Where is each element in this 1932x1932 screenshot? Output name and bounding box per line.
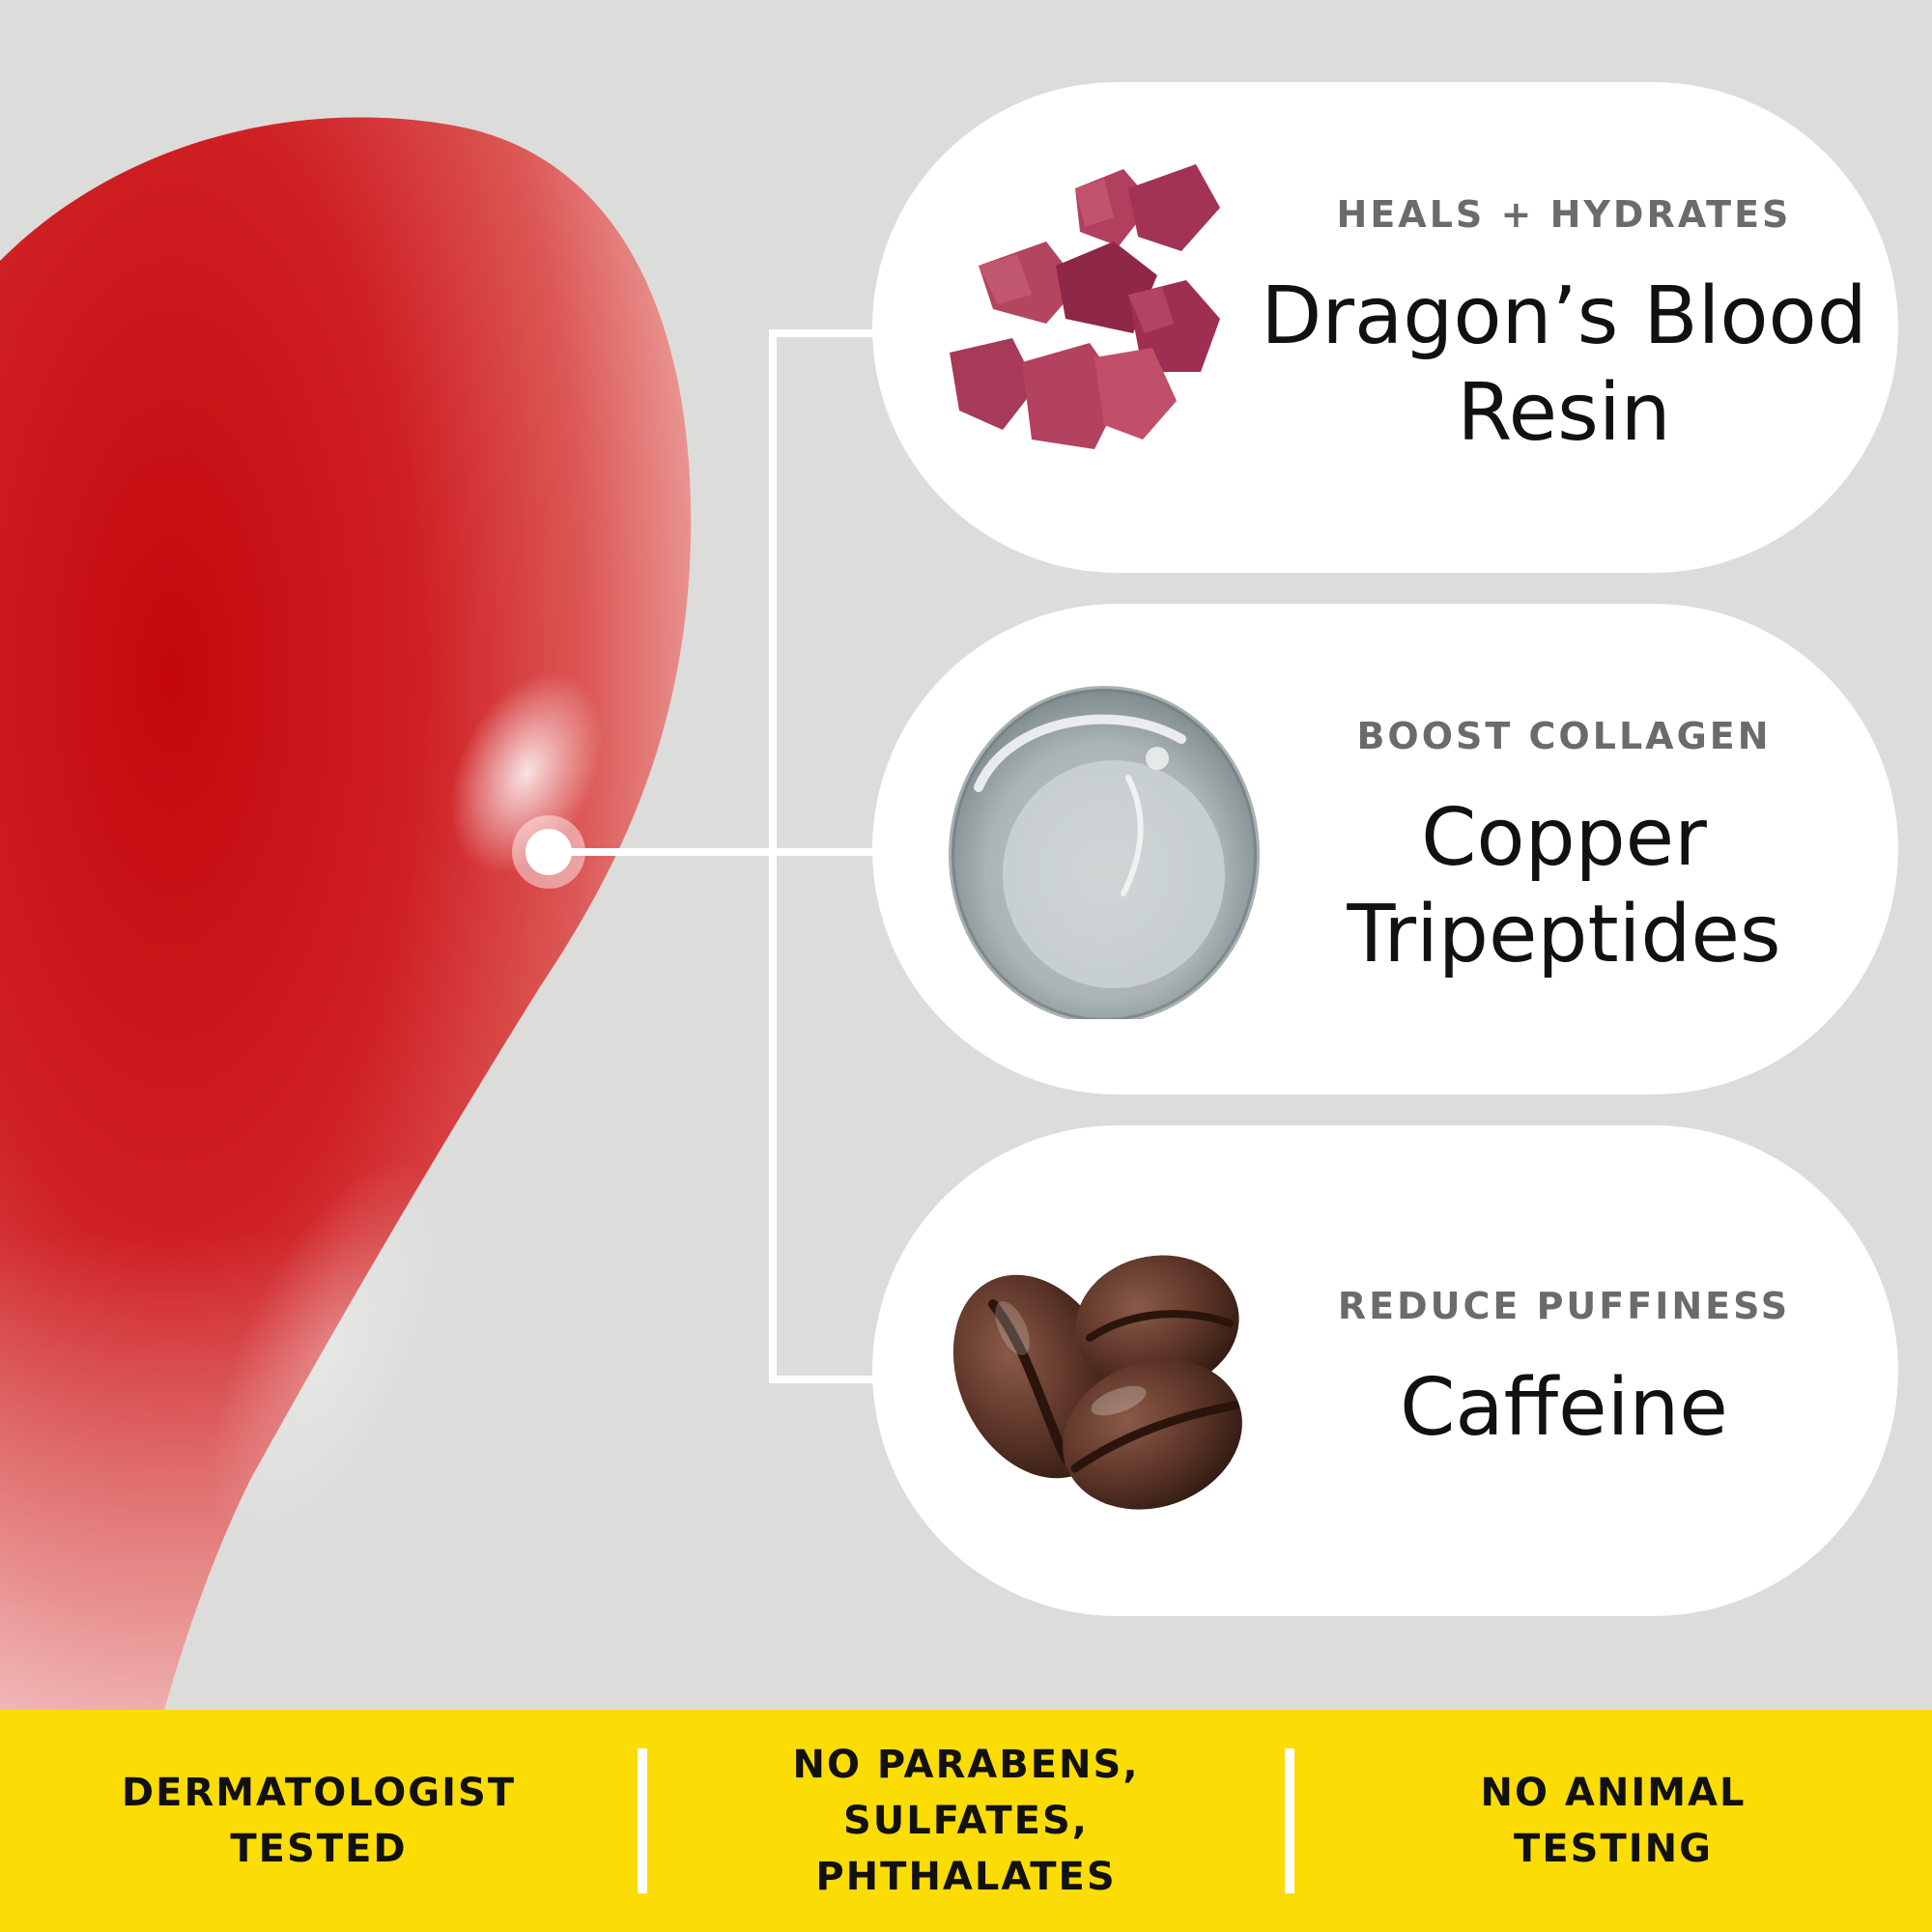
- claim-dermatologist-tested: DERMATOLOGIST TESTED: [0, 1710, 638, 1932]
- ingredient-card-copper-tripeptides: BOOST COLLAGEN Copper Tripeptides: [872, 604, 1898, 1094]
- claim-no-animal-testing: NO ANIMAL TESTING: [1294, 1710, 1932, 1932]
- ingredient-benefit: BOOST COLLAGEN: [1356, 715, 1772, 757]
- claim-text: NO PARABENS, SULFATES, PHTHALATES: [792, 1743, 1140, 1899]
- ingredient-text: REDUCE PUFFINESS Caffeine: [1259, 1125, 1869, 1616]
- resin-chunks-icon: [950, 164, 1220, 449]
- ingredient-name-line1: Copper: [1421, 792, 1707, 884]
- ingredient-name-line1: Caffeine: [1400, 1362, 1728, 1454]
- claim-text: DERMATOLOGIST TESTED: [121, 1771, 517, 1871]
- band-divider: [1285, 1748, 1294, 1893]
- ingredient-text: BOOST COLLAGEN Copper Tripeptides: [1259, 604, 1869, 1094]
- ingredient-benefit: HEALS + HYDRATES: [1336, 193, 1792, 236]
- ingredient-text: HEALS + HYDRATES Dragon’s Blood Resin: [1259, 82, 1869, 573]
- ingredient-card-caffeine: REDUCE PUFFINESS Caffeine: [872, 1125, 1898, 1616]
- ingredient-benefit: REDUCE PUFFINESS: [1337, 1285, 1791, 1327]
- band-divider: [638, 1748, 647, 1893]
- claim-text: NO ANIMAL TESTING: [1480, 1771, 1747, 1871]
- ingredient-card-dragons-blood: HEALS + HYDRATES Dragon’s Blood Resin: [872, 82, 1898, 573]
- coffee-beans-icon: [952, 1255, 1242, 1510]
- ingredient-name-line2: Resin: [1457, 367, 1671, 459]
- claim-no-parabens: NO PARABENS, SULFATES, PHTHALATES: [647, 1710, 1285, 1932]
- ingredient-name-line2: Tripeptides: [1347, 889, 1781, 980]
- gel-drop-icon: [949, 686, 1260, 1019]
- claims-band: DERMATOLOGIST TESTED NO PARABENS, SULFAT…: [0, 1710, 1932, 1932]
- ingredient-name-line1: Dragon’s Blood: [1261, 270, 1867, 362]
